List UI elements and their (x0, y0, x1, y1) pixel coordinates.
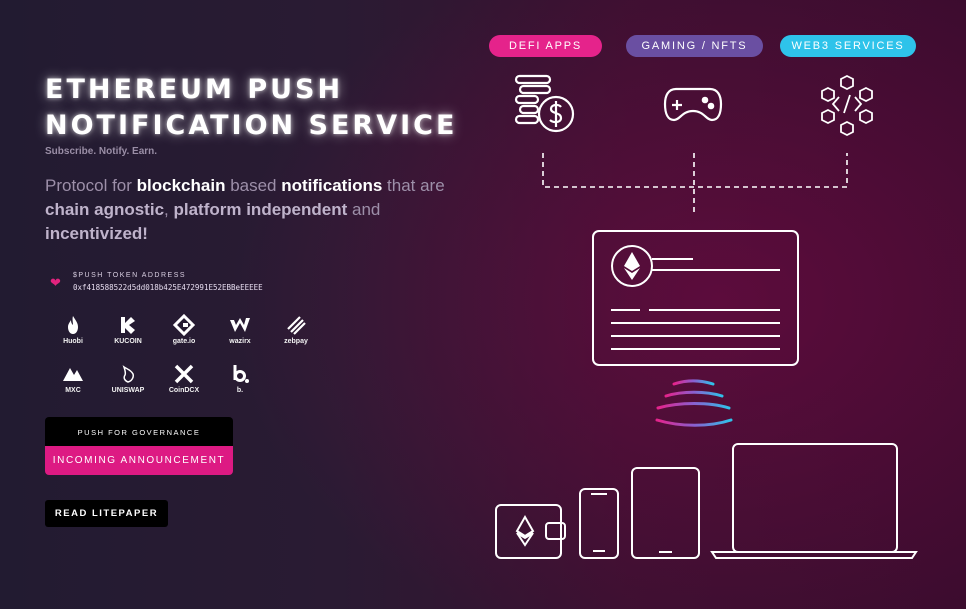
notification-card (592, 230, 799, 366)
zebpay-icon (287, 316, 306, 335)
title-line-1: ETHEREUM PUSH (45, 74, 344, 105)
bitpanda-icon (233, 365, 249, 383)
tablet-icon (631, 467, 700, 559)
incoming-announcement-button[interactable]: INCOMING ANNOUNCEMENT (45, 446, 233, 475)
ethereum-wallet-icon (495, 504, 566, 559)
exchange-huobi[interactable]: Huobi (53, 314, 93, 352)
defi-apps-pill: DEFI APPS (489, 35, 602, 57)
title-line-2: NOTIFICATION SERVICE (45, 110, 458, 141)
web3-services-pill: WEB3 SERVICES (780, 35, 916, 57)
gaming-nfts-pill: GAMING / NFTS (626, 35, 763, 57)
read-litepaper-button[interactable]: READ LITEPAPER (45, 500, 168, 527)
dollar-coins-icon (514, 74, 575, 133)
huobi-icon (68, 316, 78, 334)
exchange-zebpay[interactable]: zebpay (276, 314, 316, 352)
exchange-coindcx[interactable]: CoinDCX (164, 363, 204, 401)
web3-code-cube-icon (821, 74, 873, 137)
exchange-uniswap[interactable]: UNISWAP (108, 363, 148, 401)
laptop-icon (710, 443, 918, 559)
uniswap-icon (122, 365, 134, 383)
heart-icon: ❤ (50, 275, 61, 290)
exchange-kucoin[interactable]: KUCOIN (108, 314, 148, 352)
signal-waves-icon (655, 379, 733, 427)
description: Protocol for blockchain based notificati… (45, 176, 445, 243)
dashed-connectors (542, 153, 848, 213)
mxc-icon (63, 368, 83, 381)
gateio-icon (172, 314, 196, 336)
exchange-wazirx[interactable]: wazirx (220, 314, 260, 352)
kucoin-icon (121, 317, 135, 334)
exchange-gateio[interactable]: gate.io (164, 314, 204, 352)
token-address-label: $PUSH TOKEN ADDRESS (73, 272, 187, 279)
page-title: ETHEREUM PUSH NOTIFICATION SERVICE (45, 72, 457, 144)
token-address-value[interactable]: 0xf418588522d5dd018b425E472991E52EBBeEEE… (73, 283, 263, 292)
push-for-governance-button[interactable]: PUSH FOR GOVERNANCE (45, 417, 233, 446)
gamepad-icon (663, 87, 723, 122)
wazirx-icon (230, 318, 250, 332)
smartphone-icon (579, 488, 619, 559)
exchange-bitpanda[interactable]: b. (220, 363, 260, 401)
tagline: Subscribe. Notify. Earn. (45, 146, 158, 157)
coindcx-icon (174, 364, 194, 384)
exchange-mxc[interactable]: MXC (53, 363, 93, 401)
